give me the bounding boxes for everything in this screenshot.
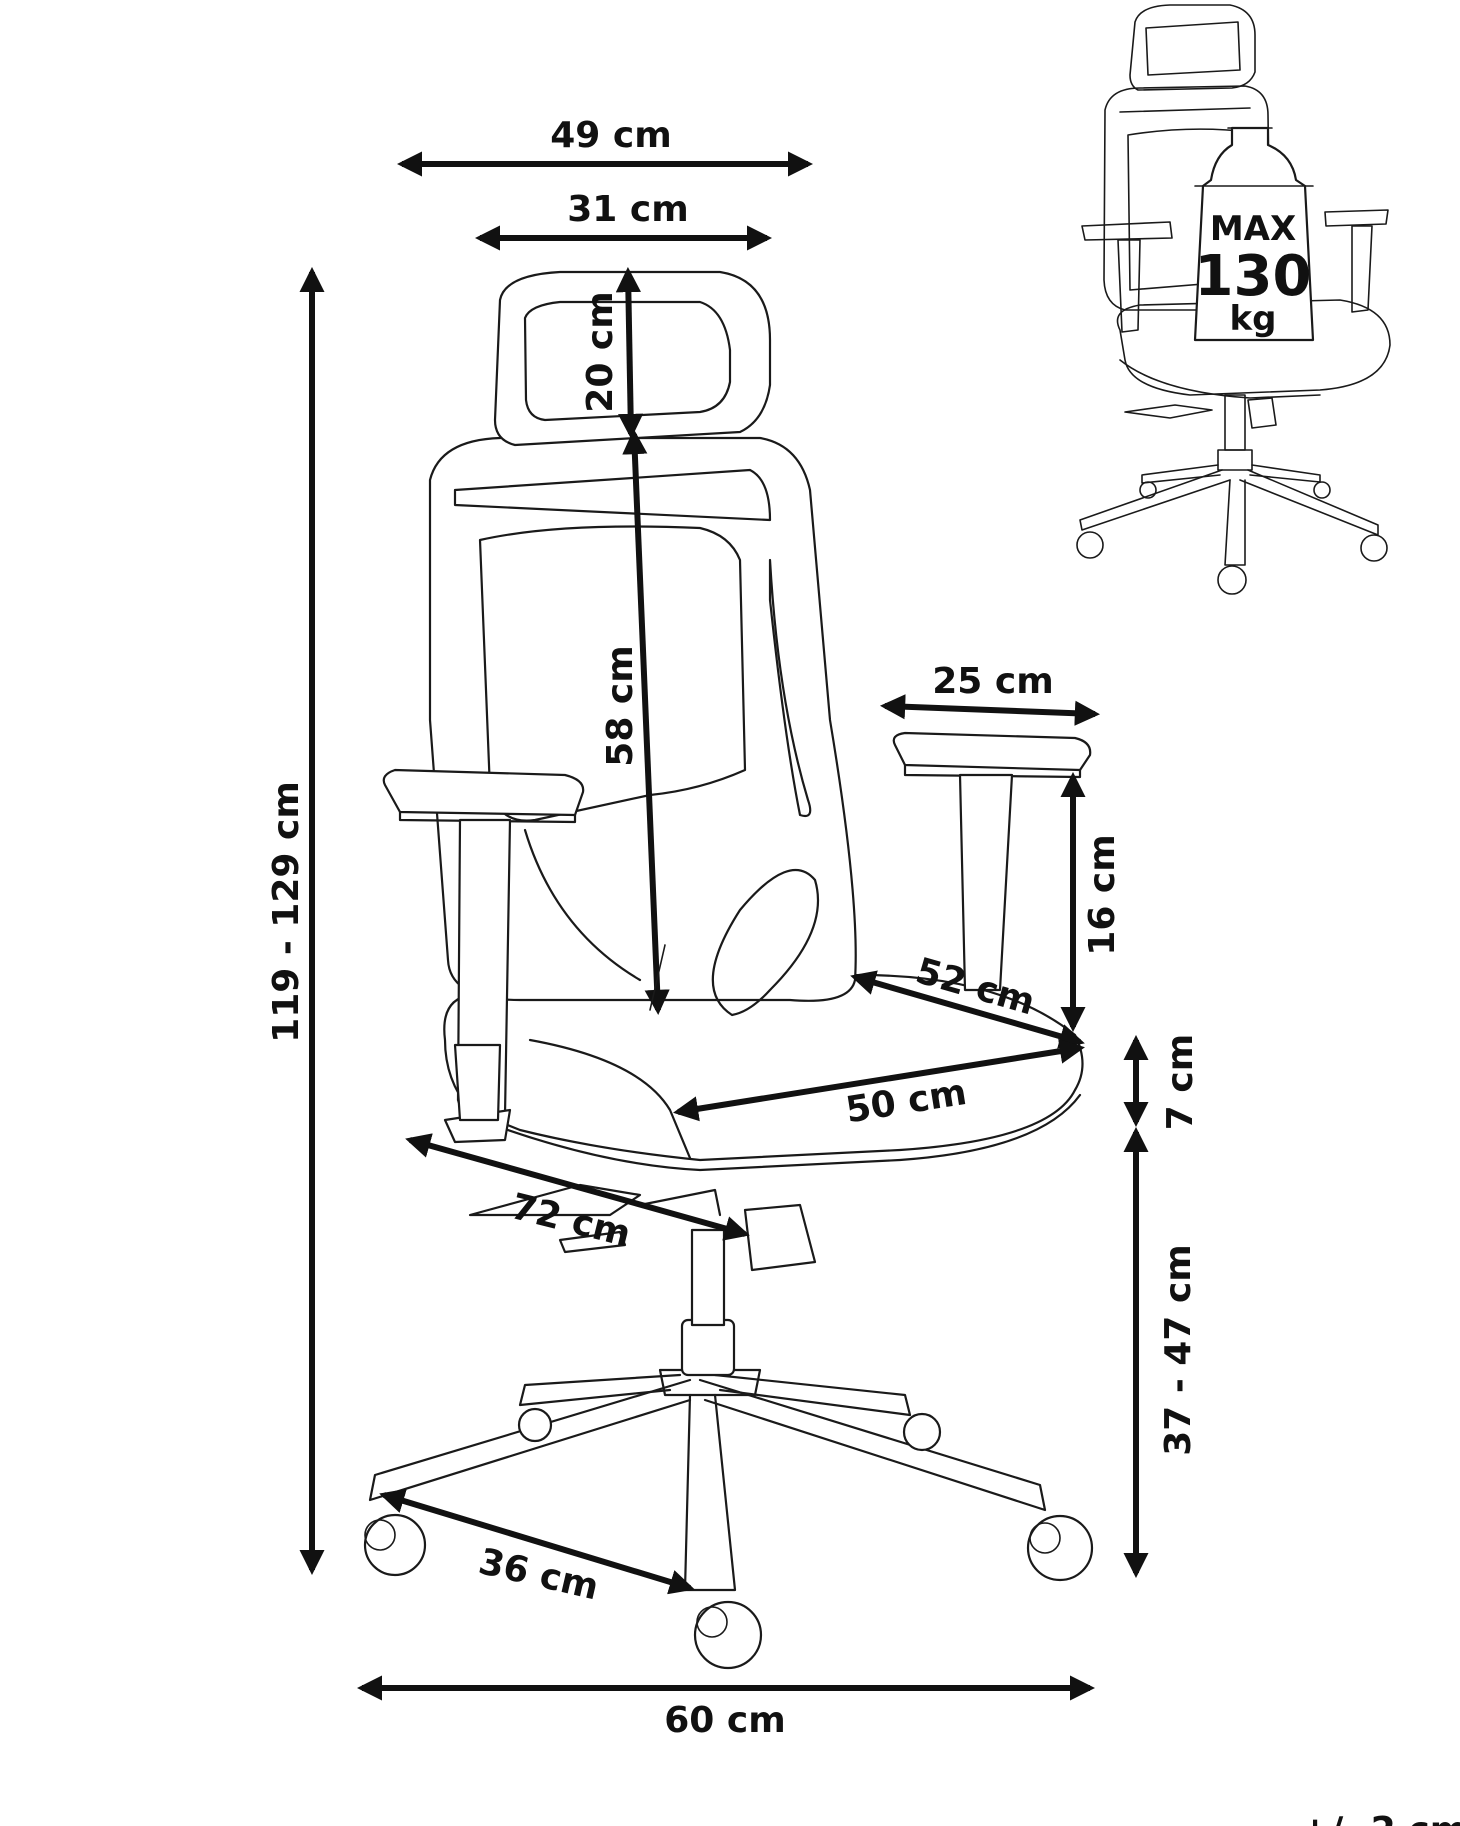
label-total-width: 49 cm [550, 115, 671, 156]
chair-base [363, 1368, 1094, 1670]
label-headrest-width: 31 cm [567, 189, 688, 230]
max-load-value: 130 [1195, 244, 1312, 309]
tolerance-note: +/- 2 cm [1300, 1810, 1460, 1826]
label-base-leg: 36 cm [475, 1541, 603, 1608]
small-chair [1076, 4, 1391, 595]
label-armrest-height: 16 cm [1082, 834, 1123, 955]
label-backrest-height: 58 cm [600, 645, 641, 766]
max-label: MAX [1210, 209, 1296, 249]
label-seat-thickness: 7 cm [1160, 1034, 1201, 1130]
chair-right-armrest [892, 731, 1092, 992]
max-load-badge: MAX 130 kg [1193, 126, 1315, 342]
max-load-unit: kg [1230, 299, 1277, 339]
label-base-width: 60 cm [664, 1700, 785, 1741]
chair-gas-lift [468, 1183, 817, 1377]
label-headrest-height: 20 cm [580, 291, 621, 412]
chair-left-armrest [382, 768, 585, 1144]
dimension-lines [299, 151, 1149, 1701]
max-load-illustration: MAX 130 kg [1076, 4, 1391, 595]
label-total-height: 119 - 129 cm [266, 781, 307, 1043]
label-seat-height: 37 - 47 cm [1158, 1244, 1199, 1456]
label-armrest-width: 25 cm [932, 661, 1053, 702]
